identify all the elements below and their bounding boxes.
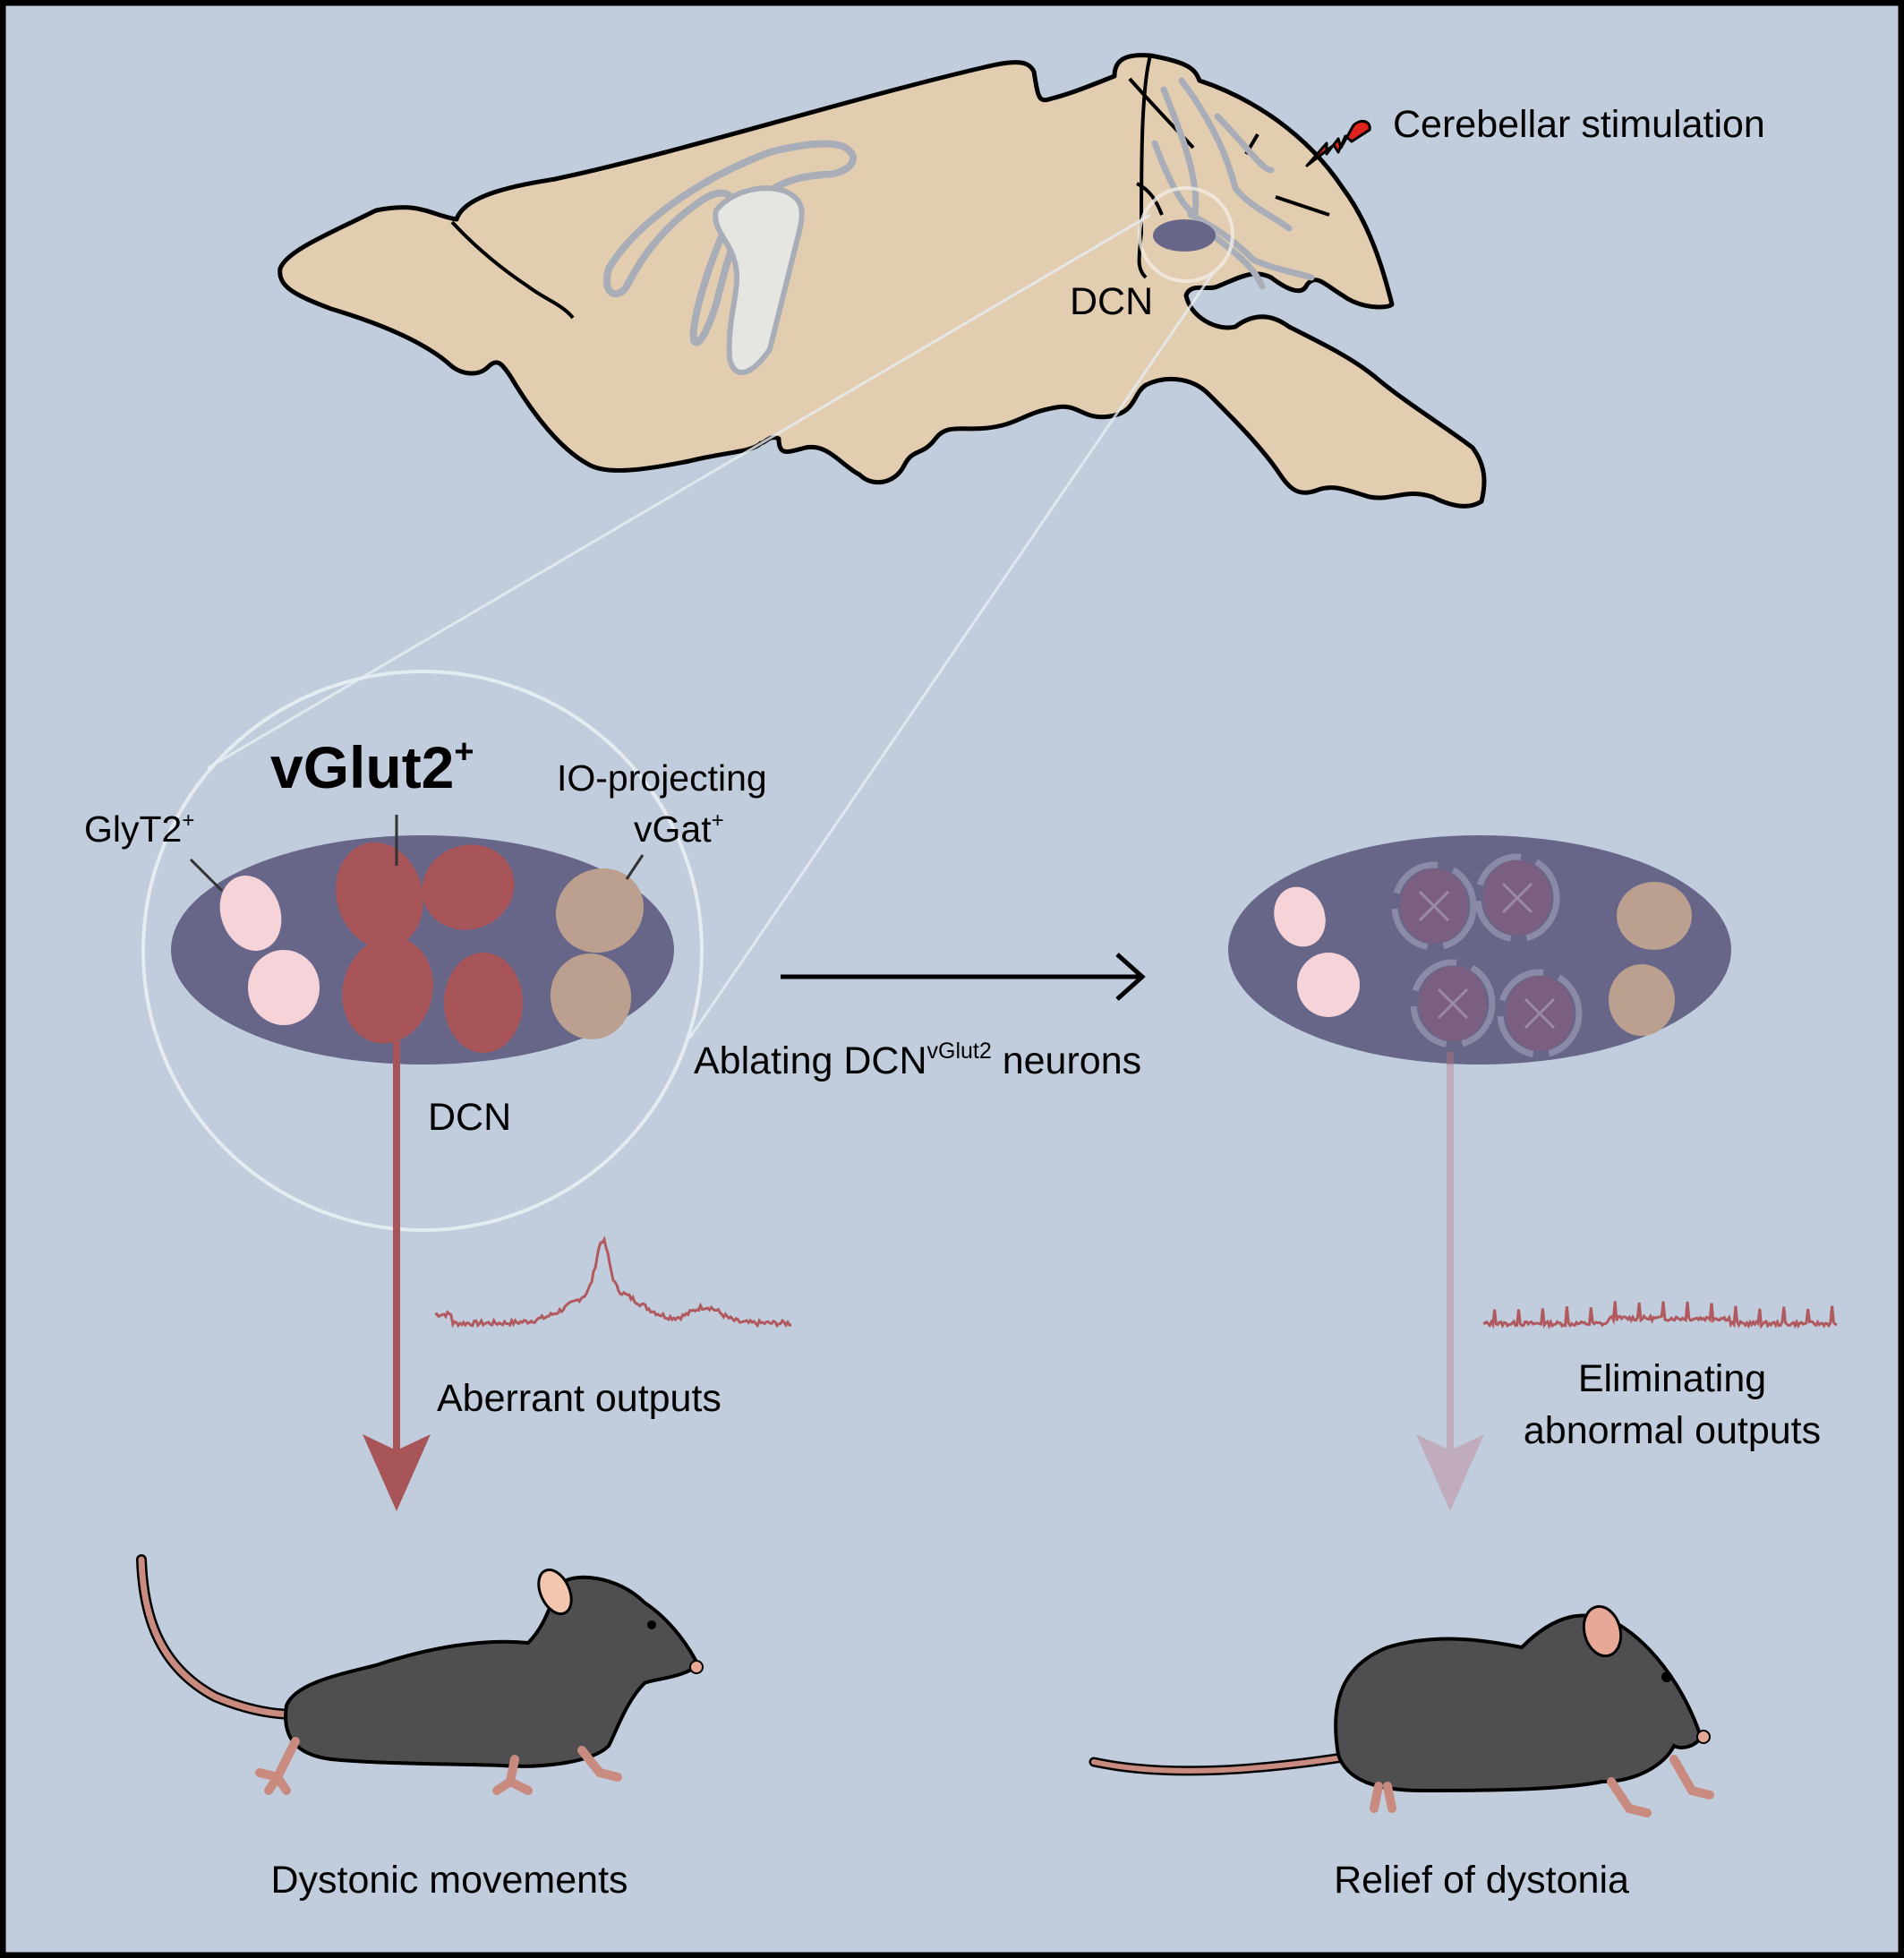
mouse-front-paw xyxy=(492,1746,622,1795)
broken-membrane xyxy=(1391,861,1477,951)
stimulation-label: Cerebellar stimulation xyxy=(1393,103,1765,146)
cerebellar-arbor-vitae xyxy=(1151,77,1315,290)
dcn-ellipse xyxy=(1228,835,1731,1065)
mouse-ear xyxy=(1582,1604,1623,1658)
mouse-body xyxy=(1334,1613,1703,1793)
mouse-hind-paw xyxy=(1370,1782,1396,1813)
brain-sulcus xyxy=(1137,55,1152,279)
ablation-x-icon xyxy=(1524,997,1556,1030)
mouse-eye xyxy=(1661,1672,1672,1682)
ablation-x-icon xyxy=(1437,988,1469,1020)
vgat-cell xyxy=(1609,964,1675,1036)
mouse-tail xyxy=(138,1556,299,1718)
left-dcn-label: DCN xyxy=(428,1096,511,1139)
broken-membrane xyxy=(1410,959,1496,1048)
vgat-label: vGat+ xyxy=(634,808,724,850)
ablated-vglut2-cells xyxy=(1391,853,1583,1058)
zoom-projection-line xyxy=(687,272,1215,1039)
eliminated-output-arrowhead xyxy=(1416,1434,1484,1511)
brain-sulcus xyxy=(450,220,575,320)
glyt2-label: GlyT2+ xyxy=(84,808,194,850)
glyt2-cell xyxy=(1274,886,1326,947)
hippocampal-formation xyxy=(603,140,858,346)
broken-membrane xyxy=(1474,853,1560,943)
dcn-zoom-circle xyxy=(141,670,704,1232)
glyt2-leader xyxy=(189,858,224,893)
eliminating-label-line1: Eliminating xyxy=(1578,1357,1766,1400)
brain-dcn-nucleus xyxy=(1153,219,1216,252)
lateral-ventricle xyxy=(713,185,805,375)
ablation-x-icon xyxy=(1501,882,1533,914)
mouse-eye xyxy=(647,1620,656,1629)
vgat-cell xyxy=(1617,882,1692,950)
broken-membrane xyxy=(1497,969,1583,1058)
brain-zoom-circle xyxy=(1138,186,1234,283)
right-dcn-panel xyxy=(1228,835,1731,1065)
vglut2-cell xyxy=(444,953,523,1053)
vgat-cell xyxy=(555,868,645,953)
dystonic-movements-label: Dystonic movements xyxy=(270,1859,628,1902)
glyt2-cell xyxy=(248,950,320,1025)
aberrant-output-label: Aberrant outputs xyxy=(437,1377,721,1420)
mouse-tail xyxy=(1091,1755,1345,1774)
glyt2-cell xyxy=(219,876,282,951)
aberrant-output-trace xyxy=(434,1236,792,1329)
relief-of-dystonia-label: Relief of dystonia xyxy=(1334,1859,1629,1902)
io-projecting-label: IO-projecting xyxy=(557,757,767,799)
dystonic-mouse: Dystonic movements xyxy=(136,1554,704,1902)
vgat-leader xyxy=(625,854,645,880)
cerebellar-fissure xyxy=(1128,77,1195,150)
mouse-nose xyxy=(1696,1730,1711,1744)
left-dcn-panel: vGlut2+ GlyT2+ IO-projecting vGat+ DCN xyxy=(84,670,767,1232)
relieved-mouse: Relief of dystonia xyxy=(1089,1604,1714,1902)
vglut2-label: vGlut2+ xyxy=(270,733,474,800)
vglut2-cell xyxy=(422,844,515,930)
normal-output-trace xyxy=(1482,1301,1838,1330)
eliminating-label-line2: abnormal outputs xyxy=(1524,1409,1821,1452)
glyt2-cell xyxy=(1297,953,1360,1017)
ablation-arrowhead xyxy=(1115,953,1146,1001)
vglut2-cell xyxy=(342,936,433,1044)
mouse-nose xyxy=(689,1660,704,1674)
aberrant-output-arrowhead xyxy=(363,1434,431,1511)
cerebellar-fissure xyxy=(1275,195,1330,217)
ablation-x-icon xyxy=(1418,890,1450,922)
vgat-cell xyxy=(550,953,632,1039)
stimulation-bolt-icon xyxy=(1305,119,1371,167)
mouse-ear xyxy=(537,1568,573,1616)
mouse-front-paw xyxy=(1607,1755,1714,1817)
mouse-hind-paw xyxy=(255,1737,300,1795)
brain-dcn-label: DCN xyxy=(1070,280,1153,323)
vglut2-cell xyxy=(336,842,423,949)
ablation-label: Ablating DCNvGlut2 neurons xyxy=(694,1039,1141,1082)
cerebellar-fissure xyxy=(1136,182,1164,216)
sagittal-brain xyxy=(277,53,1487,509)
